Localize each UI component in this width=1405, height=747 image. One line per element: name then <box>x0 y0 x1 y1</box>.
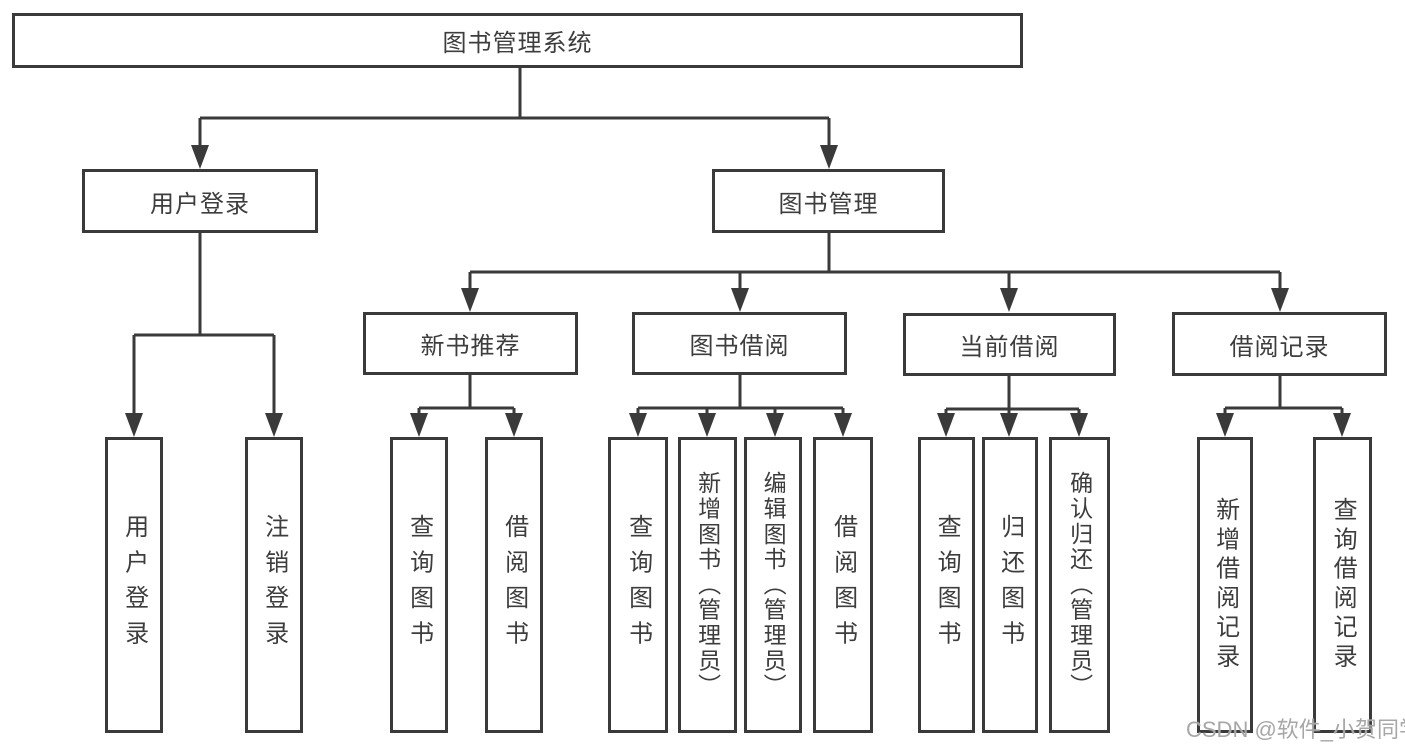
leaf-logout-label: 注销登录 <box>260 513 288 657</box>
node-root-label: 图书管理系统 <box>442 30 593 57</box>
leaf-borrow-books-2-label: 借阅图书 <box>829 513 857 657</box>
leaf-add-book-admin-label: 新增图书（管理员） <box>694 471 721 699</box>
leaf-query-books-1: 查询图书 <box>390 437 448 733</box>
node-user-login-label: 用户登录 <box>150 190 250 218</box>
node-book-management-label: 图书管理 <box>778 190 879 218</box>
leaf-query-books-3-label: 查询图书 <box>933 513 961 657</box>
leaf-return-book-label: 归还图书 <box>996 513 1024 657</box>
leaf-return-book: 归还图书 <box>982 437 1038 733</box>
node-book-borrow-label: 图书借阅 <box>689 333 790 360</box>
leaf-borrow-books-2: 借阅图书 <box>813 437 873 733</box>
leaf-query-books-2-label: 查询图书 <box>624 513 652 657</box>
node-user-login: 用户登录 <box>82 169 318 233</box>
node-book-borrow: 图书借阅 <box>632 312 847 375</box>
leaf-confirm-return-admin: 确认归还（管理员） <box>1049 437 1110 733</box>
leaf-query-books-2: 查询图书 <box>608 437 668 733</box>
node-borrow-records-label: 借阅记录 <box>1229 333 1330 361</box>
node-book-management: 图书管理 <box>712 169 945 233</box>
leaf-borrow-books-1: 借阅图书 <box>485 437 543 733</box>
node-current-borrow-label: 当前借阅 <box>959 334 1060 361</box>
node-current-borrow: 当前借阅 <box>903 313 1116 376</box>
leaf-add-book-admin: 新增图书（管理员） <box>678 437 737 733</box>
leaf-edit-book-admin-label: 编辑图书（管理员） <box>760 471 787 699</box>
leaf-logout: 注销登录 <box>245 437 303 733</box>
node-borrow-records: 借阅记录 <box>1172 312 1387 376</box>
node-new-book-recommend-label: 新书推荐 <box>420 333 521 360</box>
leaf-confirm-return-admin-label: 确认归还（管理员） <box>1066 471 1093 699</box>
node-new-book-recommend: 新书推荐 <box>363 312 578 375</box>
leaf-user-login: 用户登录 <box>105 437 163 733</box>
leaf-borrow-books-1-label: 借阅图书 <box>500 513 528 657</box>
leaf-query-books-1-label: 查询图书 <box>405 513 433 657</box>
arrowheads <box>125 145 1351 437</box>
leaf-user-login-label: 用户登录 <box>120 513 148 657</box>
leaf-query-borrow-record: 查询借阅记录 <box>1313 437 1372 733</box>
leaf-add-borrow-record: 新增借阅记录 <box>1197 437 1253 733</box>
leaf-add-borrow-record-label: 新增借阅记录 <box>1211 497 1239 673</box>
leaf-query-borrow-record-label: 查询借阅记录 <box>1329 497 1357 673</box>
node-root: 图书管理系统 <box>12 13 1023 68</box>
leaf-query-books-3: 查询图书 <box>918 437 975 733</box>
leaf-edit-book-admin: 编辑图书（管理员） <box>744 437 802 733</box>
